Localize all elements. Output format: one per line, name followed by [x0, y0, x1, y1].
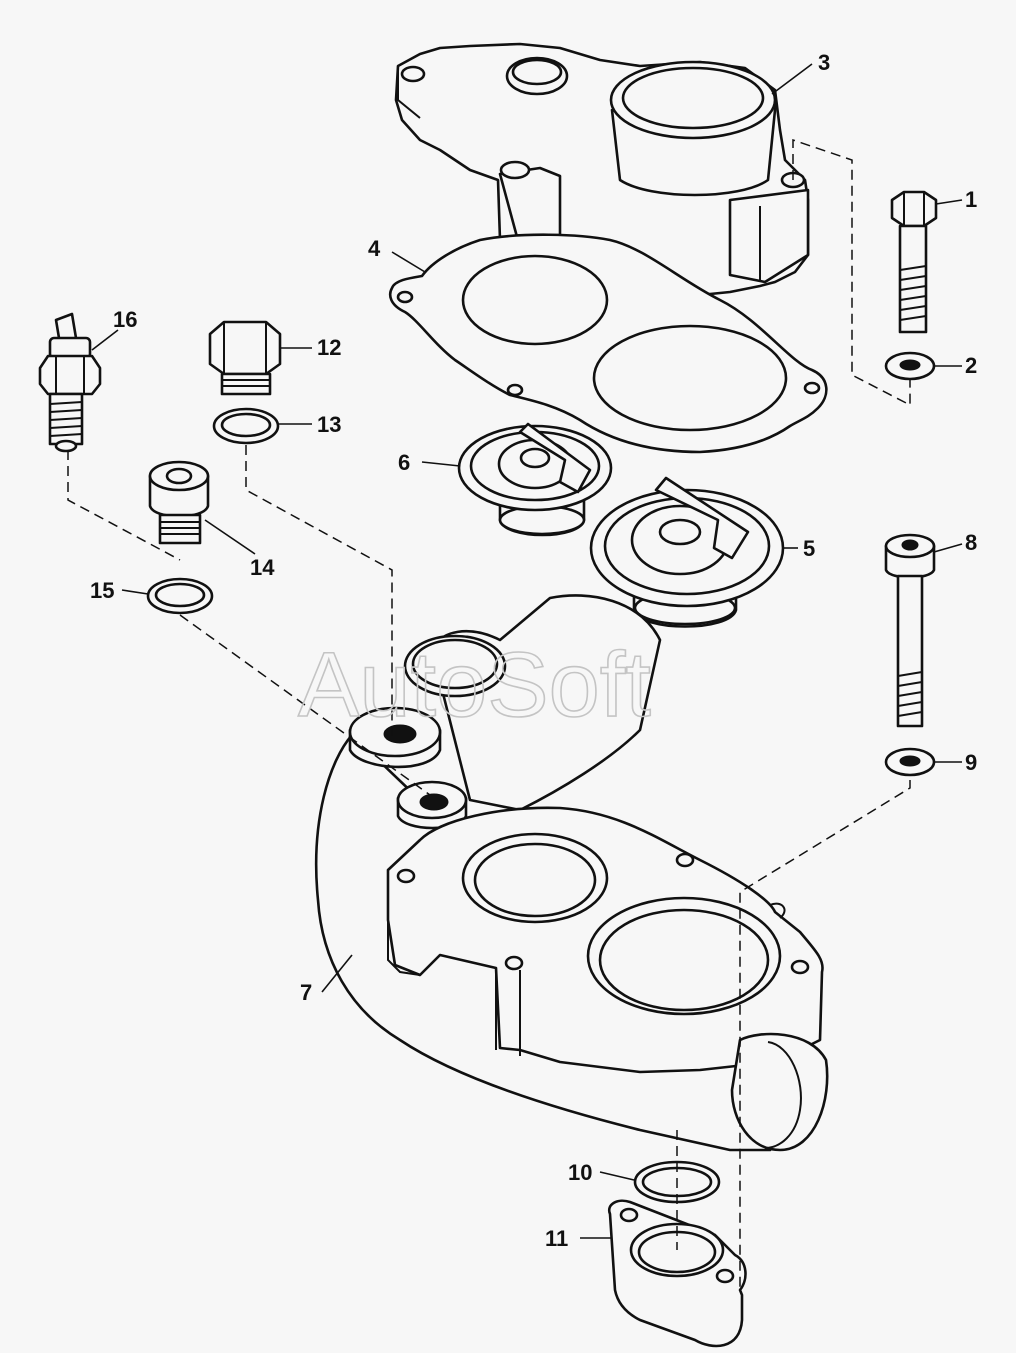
part-14-socket-plug [148, 460, 210, 545]
part-7-main-housing [314, 594, 829, 1152]
callout-8: 8 [965, 530, 977, 555]
assembly-lines [67, 138, 911, 1290]
callout-12: 12 [317, 335, 341, 360]
callout-leaders [91, 63, 963, 1239]
part-4-gasket [388, 233, 828, 454]
callout-labels: 1 2 3 4 5 6 7 8 9 10 11 12 13 14 15 16 [90, 50, 977, 1251]
part-11-outlet-flange [607, 1199, 747, 1348]
callout-2: 2 [965, 353, 977, 378]
part-9-washer [884, 747, 936, 777]
part-2-washer [884, 351, 936, 381]
callout-11: 11 [545, 1226, 568, 1251]
part-5-thermostat-large [589, 476, 785, 628]
callout-3: 3 [818, 50, 830, 75]
callout-16: 16 [113, 307, 137, 332]
callout-9: 9 [965, 750, 977, 775]
callout-1: 1 [965, 187, 977, 212]
callout-10: 10 [568, 1160, 592, 1185]
callout-13: 13 [317, 412, 341, 437]
part-16-temperature-sensor [38, 312, 102, 453]
part-12-hex-plug [208, 320, 282, 396]
callout-7: 7 [300, 980, 312, 1005]
callout-15: 15 [90, 578, 114, 603]
watermark: AutoSoft [298, 634, 651, 736]
callout-6: 6 [398, 450, 410, 475]
part-1-hex-bolt [890, 190, 938, 334]
part-15-seal-ring [146, 577, 214, 615]
callout-4: 4 [368, 236, 381, 261]
part-8-socket-head-bolt [884, 533, 936, 728]
callout-14: 14 [250, 555, 275, 580]
part-3-housing-cover [394, 42, 810, 298]
part-13-seal-ring [212, 407, 280, 445]
part-6-thermostat-small [457, 422, 613, 537]
callout-5: 5 [803, 536, 815, 561]
